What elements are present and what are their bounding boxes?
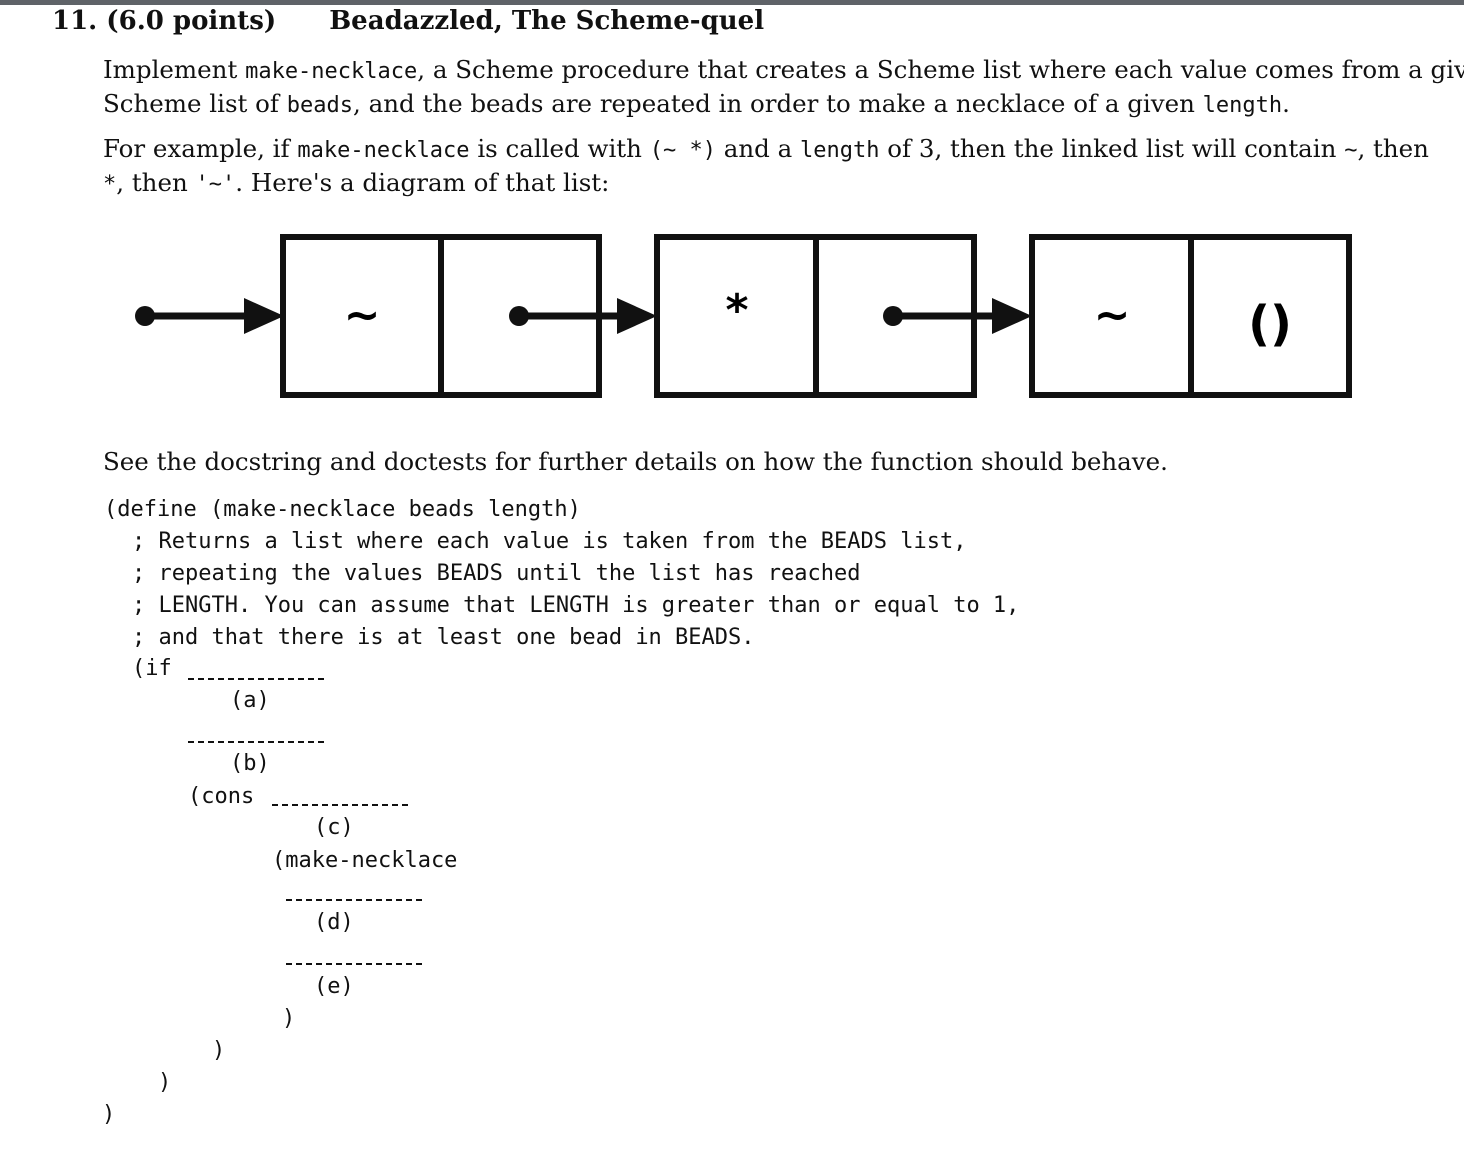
blank-c-line [272, 804, 408, 806]
intro-text: , and the beads are repeated in order to… [353, 89, 1203, 118]
pair-2-car: * [725, 285, 748, 336]
inline-code: (~ *) [649, 138, 716, 163]
top-border [0, 0, 1464, 5]
blank-d-label: (d) [314, 910, 354, 935]
code-comment-4: ; and that there is at least one bead in… [132, 625, 755, 650]
blank-a-line [188, 678, 324, 680]
example-paragraph: For example, if make-necklace is called … [103, 133, 1429, 201]
inline-code: make-necklace [245, 59, 418, 84]
inline-code: '~' [195, 172, 236, 197]
question-number: 11. [52, 6, 98, 36]
pair-box-3: ~ () [1029, 234, 1352, 398]
pair-box-2: * [654, 234, 1032, 398]
start-pointer [135, 298, 284, 334]
inline-code: ~ [1344, 138, 1358, 163]
blank-a-label: (a) [230, 688, 270, 713]
inline-code: make-necklace [297, 138, 470, 163]
inline-code: beads [286, 93, 354, 118]
inline-code: length [1202, 93, 1283, 118]
inline-code: * [103, 172, 117, 197]
blank-e-line [286, 963, 422, 965]
intro-text: Implement [103, 55, 246, 84]
blank-b-label: (b) [230, 751, 270, 776]
close-paren-make-necklace: ) [282, 1006, 296, 1031]
see-docstring-text: See the docstring and doctests for furth… [103, 447, 1168, 476]
intro-paragraph: Implement make-necklace, a Scheme proced… [103, 54, 1464, 122]
example-text: , then [1357, 134, 1429, 163]
example-text: . Here's a diagram of that list: [235, 168, 610, 197]
intro-text: , a Scheme procedure that creates a Sche… [417, 55, 1464, 84]
example-text: of 3, then the linked list will contain [879, 134, 1345, 163]
blank-e-label: (e) [314, 974, 354, 999]
pair-3-car: ~ [1094, 290, 1131, 341]
question-points: (6.0 points) [106, 6, 277, 36]
question-header: 11. (6.0 points) Beadazzled, The Scheme-… [52, 6, 764, 36]
close-paren-if: ) [158, 1070, 172, 1095]
question-title: Beadazzled, The Scheme-quel [329, 6, 765, 36]
pair-box-1: ~ [280, 234, 657, 398]
example-text: For example, if [103, 134, 298, 163]
code-comment-3: ; LENGTH. You can assume that LENGTH is … [132, 593, 1020, 618]
code-cons-keyword: (cons [188, 784, 255, 809]
blank-c-label: (c) [314, 815, 354, 840]
code-comment-2: ; repeating the values BEADS until the l… [132, 561, 861, 586]
code-if-keyword: (if [132, 656, 172, 681]
code-define-line: (define (make-necklace beads length) [104, 497, 581, 522]
code-make-necklace-call: (make-necklace [272, 848, 458, 873]
blank-b-line [188, 741, 324, 743]
pair-1-car: ~ [344, 290, 381, 341]
example-text: is called with [469, 134, 650, 163]
pair-3-cdr-nil: () [1248, 296, 1292, 352]
inline-code: length [800, 138, 880, 163]
example-text: and a [715, 134, 801, 163]
intro-text: Scheme list of [103, 89, 287, 118]
example-text: , then [116, 168, 196, 197]
close-paren-cons: ) [212, 1038, 226, 1063]
close-paren-define: ) [102, 1102, 116, 1127]
code-comment-1: ; Returns a list where each value is tak… [132, 529, 967, 554]
blank-d-line [286, 899, 422, 901]
intro-text: . [1282, 89, 1290, 118]
linked-list-diagram: ~ * ~ () [135, 234, 1352, 398]
